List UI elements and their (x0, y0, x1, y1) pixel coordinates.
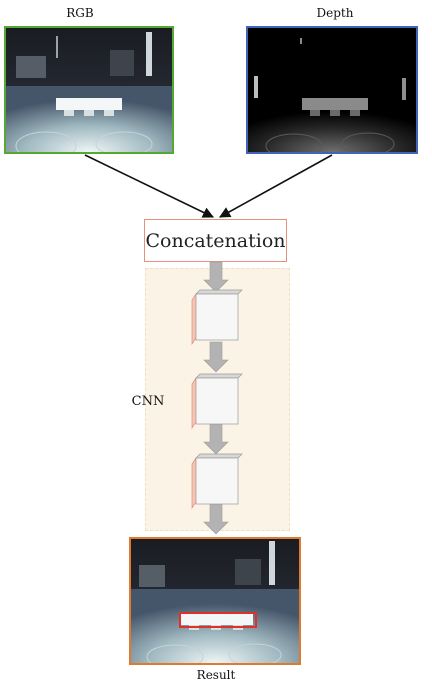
depth-label: Depth (316, 6, 354, 20)
flow-arrow-3 (203, 423, 229, 455)
rgb-image (4, 26, 174, 161)
rgb-label: RGB (66, 6, 94, 20)
result-scene (131, 539, 299, 670)
cnn-block-2 (191, 373, 243, 430)
cnn-block-3 (191, 453, 243, 510)
detection-box (179, 612, 257, 628)
result-image (129, 537, 301, 670)
cnn-label: CNN (131, 394, 165, 409)
depth-to-concat-arrow (219, 154, 333, 218)
concatenation-box: Concatenation (144, 219, 287, 262)
flow-arrow-2 (203, 341, 229, 373)
flow-arrow-4 (203, 503, 229, 535)
depth-image (246, 26, 418, 159)
flow-arrow-1 (203, 261, 229, 293)
concatenation-label: Concatenation (145, 229, 286, 252)
rgb-scene (6, 28, 172, 161)
result-label: Result (196, 668, 236, 682)
cnn-block-1 (191, 289, 243, 346)
rgb-to-concat-arrow (84, 154, 215, 218)
depth-scene (248, 28, 416, 159)
